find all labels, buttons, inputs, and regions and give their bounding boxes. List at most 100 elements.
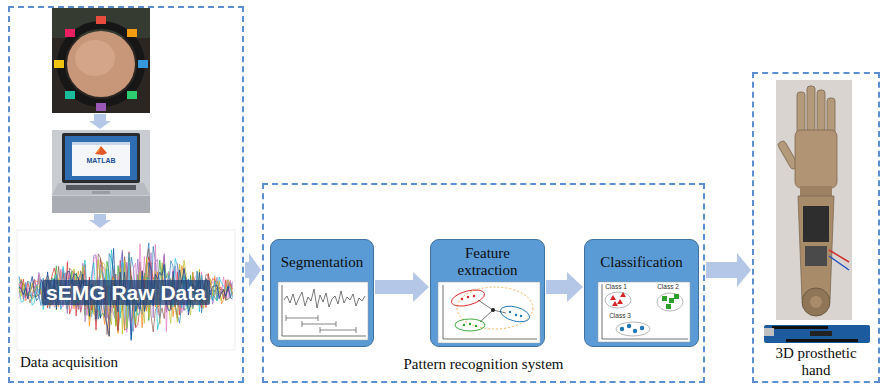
arduino-board: [764, 328, 774, 336]
flow-arrow: [245, 253, 261, 287]
segmentation-chart: [282, 336, 366, 337]
segmentation-chart: [278, 282, 368, 340]
flow-arrow: [706, 253, 751, 287]
feature-chart: [469, 323, 471, 325]
title-holder: Segmentation: [271, 240, 373, 284]
laptop-photo: [66, 185, 136, 190]
classification-chart: [627, 324, 631, 328]
laptop-photo: [72, 142, 130, 176]
prosthetic-hand-photo: [829, 256, 849, 270]
group-caption: Pattern recognition system: [334, 356, 634, 373]
armband-photo: [96, 16, 106, 24]
feature-chart: [499, 303, 532, 324]
classification-chart: [620, 324, 644, 333]
classification-chart: [605, 292, 631, 308]
segmentation-chart: [284, 289, 365, 308]
classification-chart: [662, 296, 667, 301]
segmentation-chart: [320, 330, 356, 331]
feature-chart: [455, 319, 485, 331]
class-label: Class 3: [609, 312, 631, 319]
classification-chart: [612, 301, 618, 306]
prosthetic-hand-photo: [803, 206, 829, 242]
classification-chart: [662, 294, 679, 309]
feature-chart: [515, 314, 517, 316]
feature-chart: [475, 325, 477, 327]
segmentation-chart: [336, 321, 337, 327]
box-title: Segmentation: [281, 254, 364, 271]
armband-photo: [138, 60, 148, 68]
emg-waveform: [19, 258, 232, 334]
prosthetic-hand-photo: [810, 296, 822, 308]
laptop-photo: [72, 142, 130, 145]
classification-chart: [657, 293, 683, 311]
classification-chart: [674, 294, 679, 299]
feature-chart: [520, 315, 522, 317]
laptop-photo: [62, 133, 140, 183]
prosthetic-hand-photo: [798, 196, 834, 300]
classification-chart: [602, 339, 688, 340]
armband-photo: [54, 60, 64, 68]
arduino-board: [764, 325, 870, 343]
prosthetic-hand-photo: [805, 246, 827, 266]
classification-chart: [610, 295, 616, 300]
image-title: sEMG Raw Data: [42, 280, 210, 305]
feature-chart: [480, 310, 493, 322]
feature-chart: [461, 298, 463, 300]
group-panel: 3D prosthetic hand: [752, 72, 880, 383]
classification-chart: [617, 299, 623, 304]
armband-photo: [127, 91, 137, 99]
caption-holder: Pattern recognition system: [334, 356, 634, 373]
screen-label: MATLAB: [86, 157, 115, 165]
semg-raw-image: [17, 230, 235, 350]
segmentation-chart: [282, 285, 283, 336]
prosthetic-hand-photo: [776, 80, 852, 320]
armband-photo: [96, 103, 106, 111]
feature-chart: [473, 295, 475, 297]
laptop-photo: [95, 146, 101, 154]
feature-chart: [463, 324, 465, 326]
segmentation-chart: [320, 327, 321, 333]
arduino-board: [772, 326, 828, 329]
classification-chart: [598, 282, 690, 342]
feature-chart: [461, 295, 475, 300]
segmentation-chart: [286, 315, 356, 333]
emg-waveform: [19, 248, 232, 340]
title-holder: Feature extraction: [431, 240, 544, 284]
prosthetic-hand-photo: [802, 288, 830, 316]
segmentation-chart: [302, 321, 303, 327]
laptop-photo: [52, 196, 150, 213]
flow-arrow: [546, 272, 583, 302]
emg-waveform: [19, 243, 232, 341]
segmentation-chart: [278, 282, 368, 340]
armband-photo: [127, 29, 137, 37]
classification-chart: [633, 329, 637, 333]
arduino-board: [810, 331, 832, 336]
classification-chart: [602, 284, 603, 339]
segmentation-chart: [318, 315, 319, 321]
classification-chart: [620, 292, 626, 297]
feature-chart: [438, 282, 540, 343]
segmentation-chart: [286, 315, 287, 321]
flow-arrow: [375, 272, 429, 302]
prosthetic-hand-photo: [776, 80, 852, 320]
caption-holder: Data acquisition: [20, 354, 220, 371]
caption-holder: 3D prosthetic hand: [770, 345, 862, 379]
feature-chart: [438, 282, 540, 343]
feature-chart: [509, 311, 522, 317]
emg-waveform: [19, 249, 232, 335]
box-title: Feature extraction: [435, 245, 540, 279]
arduino-board: [764, 325, 870, 343]
laptop-photo: [52, 183, 150, 195]
prosthetic-hand-photo: [829, 250, 849, 262]
feature-chart: [478, 300, 506, 322]
emg-waveform: [19, 262, 232, 336]
classification-chart: [666, 304, 671, 309]
classification-chart: [610, 292, 626, 306]
feature-chart: [463, 323, 477, 327]
armband-photo: [65, 91, 75, 99]
laptop-photo: [92, 191, 110, 194]
feature-chart: [457, 287, 533, 329]
armband-photo: [75, 40, 115, 76]
group-caption: Data acquisition: [20, 354, 220, 371]
armband-photo: [61, 25, 141, 103]
